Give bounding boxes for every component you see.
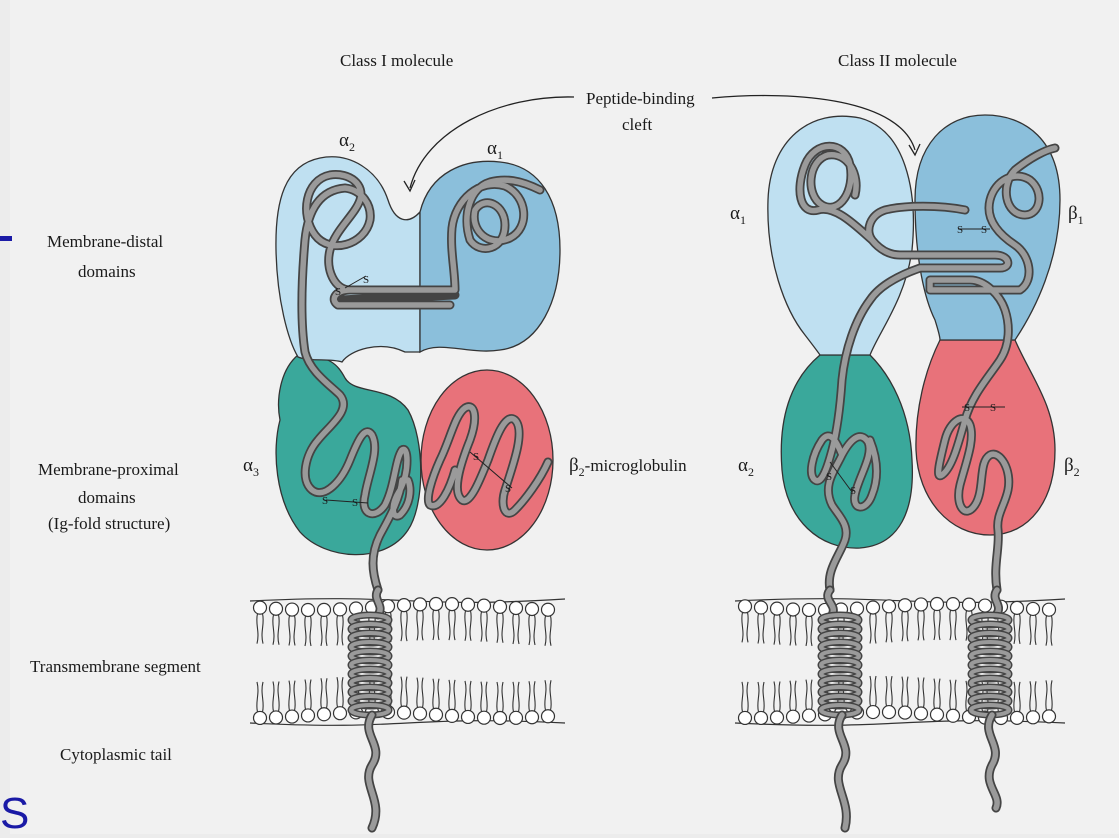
svg-text:S: S (505, 483, 511, 495)
svg-text:S: S (826, 471, 832, 483)
class-one-membrane (250, 598, 565, 726)
svg-text:S: S (850, 485, 856, 497)
transmembrane-label: Transmembrane segment (30, 657, 201, 676)
svg-text:S: S (990, 402, 996, 414)
class-two-molecule: S S S S S S (768, 115, 1060, 590)
class-two-alpha1-label: α1 (730, 203, 746, 227)
class-one-alpha1-label: α1 (487, 138, 503, 162)
class-two-alpha2-label: α2 (738, 455, 754, 479)
class-one-alpha3-label: α3 (243, 455, 259, 479)
proximal-label-line2: domains (78, 488, 136, 507)
cleft-label-line1: Peptide-binding (586, 89, 695, 108)
class-two-beta-helix (971, 615, 1009, 715)
svg-text:S: S (363, 274, 369, 286)
class-one-beta2-label: β2-microglobulin (569, 455, 687, 479)
proximal-label-line3: (Ig-fold structure) (48, 514, 170, 533)
distal-label-line1: Membrane-distal (47, 232, 163, 251)
class-two-alpha-helix (821, 615, 859, 715)
distal-label-line2: domains (78, 262, 136, 281)
cytoplasmic-label: Cytoplasmic tail (60, 745, 172, 764)
class-two-title: Class II molecule (838, 51, 957, 70)
class-one-molecule: S S S S S S (276, 157, 560, 590)
svg-text:S: S (352, 497, 358, 509)
svg-text:S: S (957, 224, 963, 236)
class-two-beta1-domain (915, 115, 1060, 340)
svg-text:S: S (473, 451, 479, 463)
class-two-membrane (735, 598, 1065, 726)
class-two-beta2-label: β2 (1064, 455, 1080, 479)
svg-text:S: S (964, 402, 970, 414)
proximal-label-line1: Membrane-proximal (38, 460, 179, 479)
class-two-beta1-label: β1 (1068, 203, 1084, 227)
svg-text:S: S (981, 224, 987, 236)
class-two-beta2-domain (916, 340, 1055, 535)
svg-text:S: S (335, 286, 341, 298)
cleft-label-line2: cleft (622, 115, 652, 134)
class-one-title: Class I molecule (340, 51, 453, 70)
class-one-alpha2-label: α2 (339, 130, 355, 154)
svg-text:S: S (322, 495, 328, 507)
class-one-helix (351, 615, 389, 715)
